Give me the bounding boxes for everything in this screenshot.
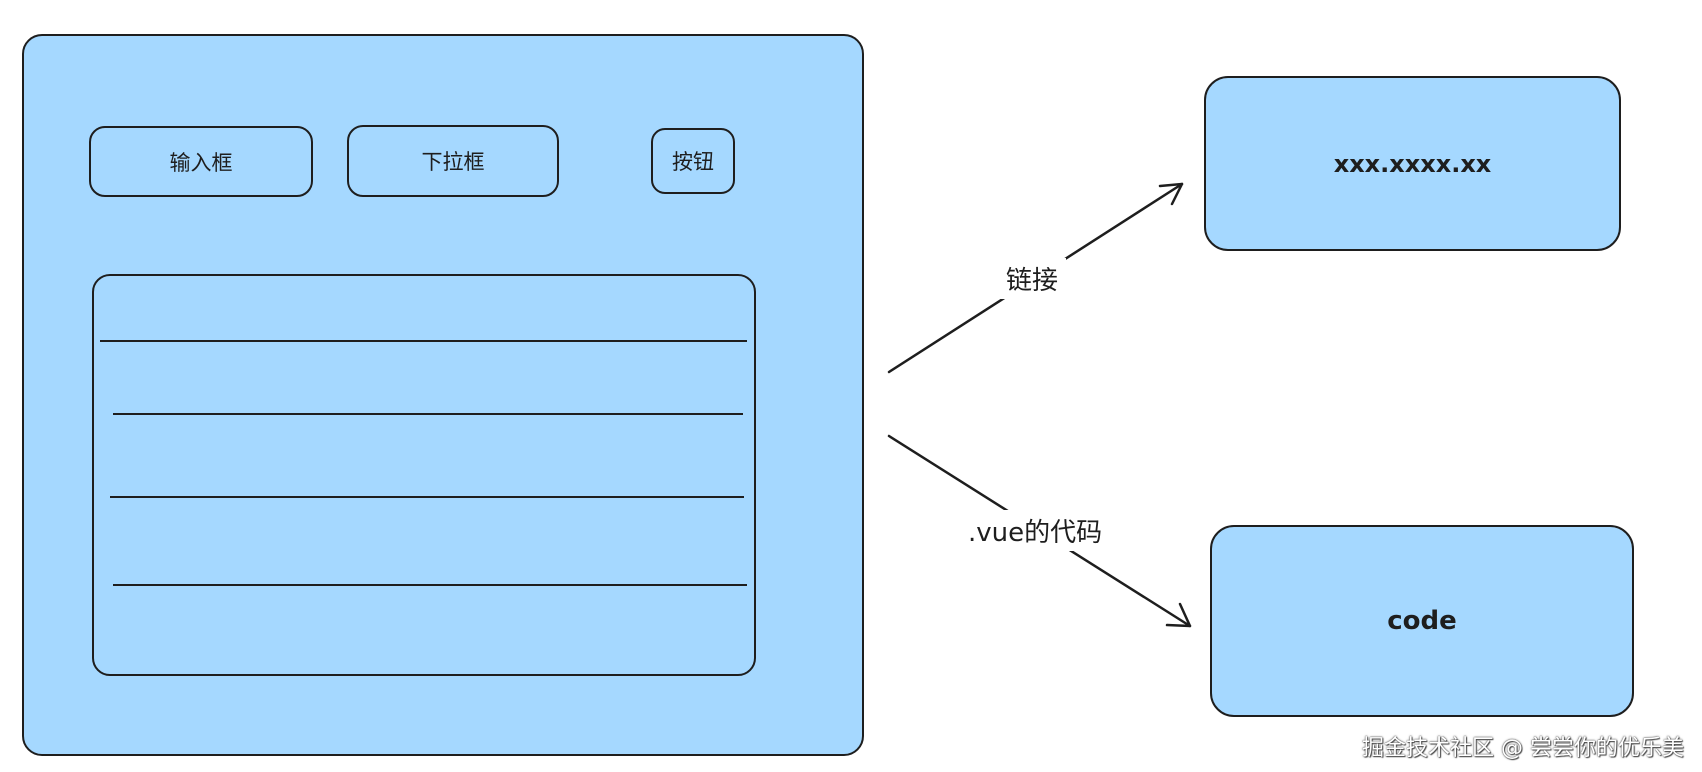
- input-box-shape: 输入框: [89, 126, 313, 197]
- table-row-divider: [113, 413, 743, 415]
- code-edge-label: .vue的代码: [960, 510, 1111, 551]
- page-mockup-panel: [22, 34, 864, 756]
- code-target-label: code: [1387, 606, 1457, 636]
- dropdown-label: 下拉框: [421, 150, 485, 174]
- code-arrowhead: [1165, 602, 1192, 628]
- table-area-shape: [92, 274, 756, 676]
- table-row-divider: [110, 496, 744, 498]
- watermark-text: 掘金技术社区 @ 尝尝你的优乐美: [1362, 736, 1684, 761]
- table-row-divider: [100, 340, 747, 342]
- table-row-divider: [113, 584, 747, 586]
- button-shape: 按钮: [651, 128, 735, 194]
- code-target-box: code: [1210, 525, 1634, 717]
- url-target-label: xxx.xxxx.xx: [1333, 149, 1492, 178]
- dropdown-shape: 下拉框: [347, 125, 559, 197]
- input-box-label: 输入框: [169, 150, 233, 175]
- link-edge-label: 链接: [998, 258, 1067, 299]
- button-label: 按钮: [672, 150, 714, 174]
- url-target-box: xxx.xxxx.xx: [1204, 76, 1621, 251]
- link-arrowhead: [1158, 182, 1184, 206]
